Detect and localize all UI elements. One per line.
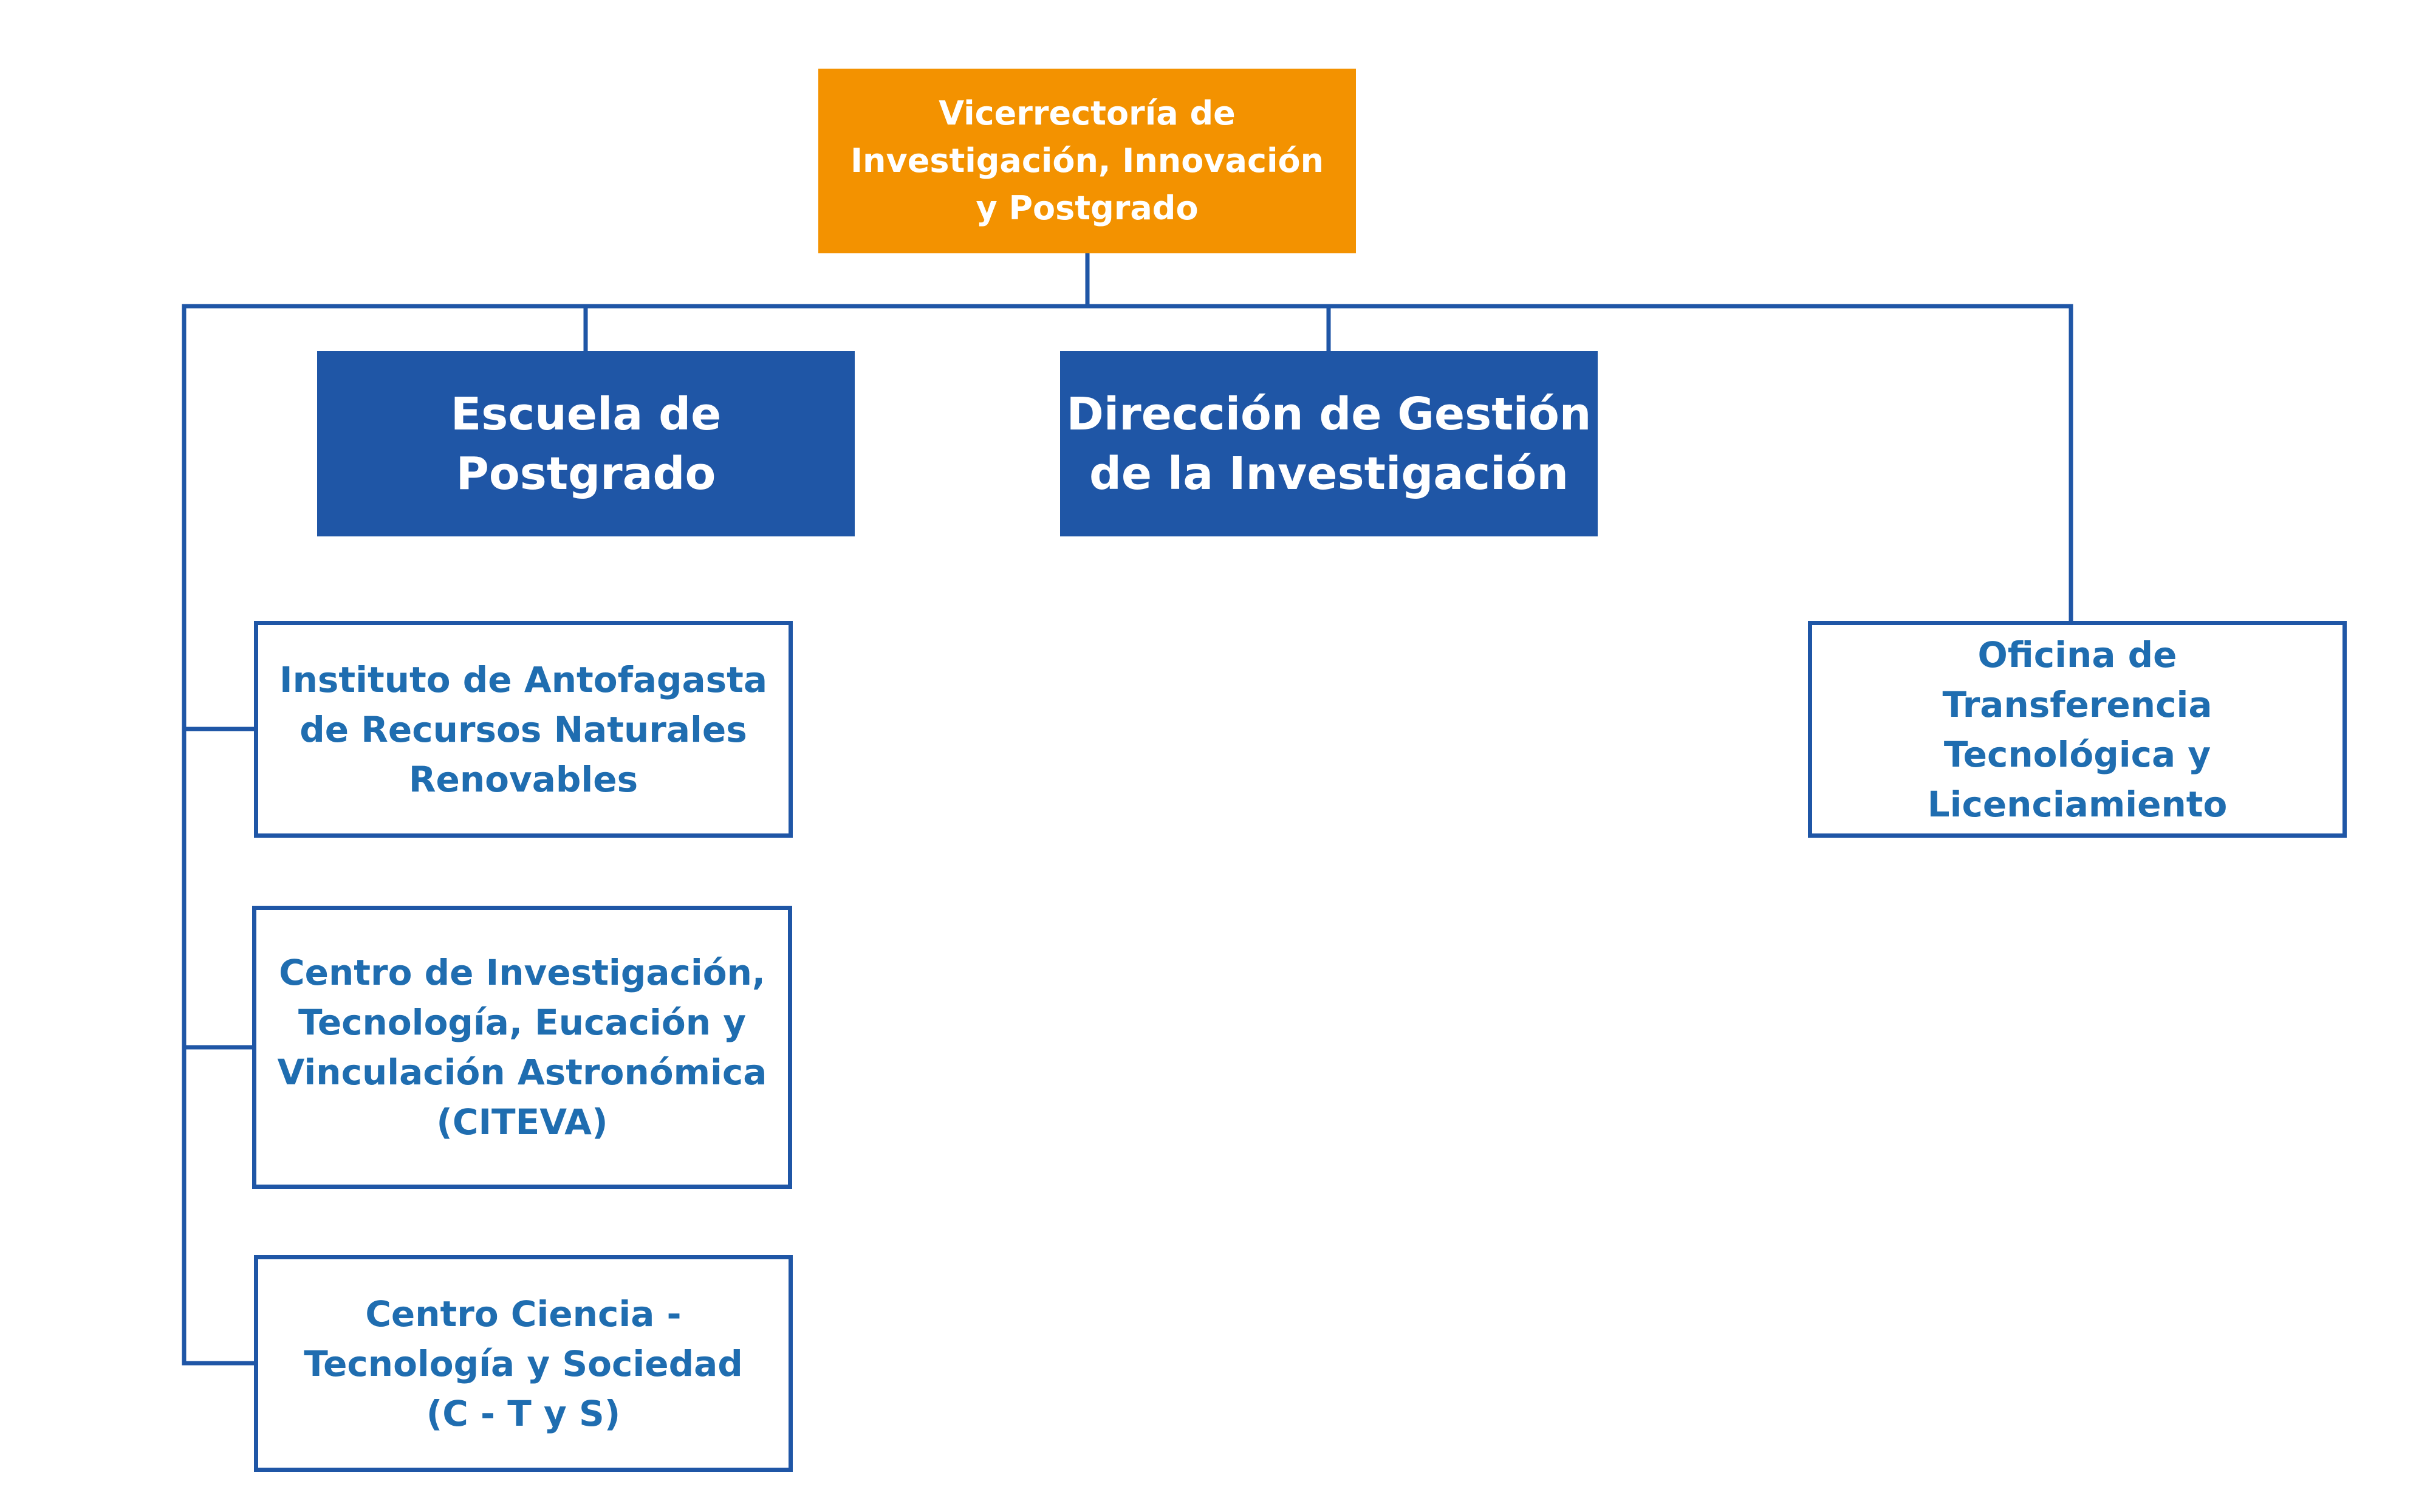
node-direccion-gestion-label: Dirección de Gestión de la Investigación — [1066, 388, 1592, 500]
node-instituto-antofagasta: Instituto de Antofagasta de Recursos Nat… — [254, 621, 793, 838]
node-centro-ciencia-tecnologia-sociedad-label: Centro Ciencia - Tecnología y Sociedad (… — [304, 1293, 743, 1434]
node-escuela-postgrado: Escuela de Postgrado — [317, 351, 855, 536]
node-instituto-antofagasta-label: Instituto de Antofagasta de Recursos Nat… — [279, 659, 767, 800]
node-oficina-transferencia-label: Oficina de Transferencia Tecnológica y L… — [1927, 634, 2228, 825]
node-citeva: Centro de Investigación, Tecnología, Euc… — [252, 906, 792, 1189]
node-direccion-gestion: Dirección de Gestión de la Investigación — [1060, 351, 1598, 536]
node-vicerrectoria-label: Vicerrectoría de Investigación, Innovaci… — [850, 94, 1324, 227]
node-oficina-transferencia: Oficina de Transferencia Tecnológica y L… — [1808, 621, 2347, 838]
node-citeva-label: Centro de Investigación, Tecnología, Euc… — [277, 952, 767, 1143]
node-centro-ciencia-tecnologia-sociedad: Centro Ciencia - Tecnología y Sociedad (… — [254, 1255, 793, 1472]
node-vicerrectoria: Vicerrectoría de Investigación, Innovaci… — [818, 69, 1356, 253]
node-escuela-postgrado-label: Escuela de Postgrado — [450, 388, 722, 500]
